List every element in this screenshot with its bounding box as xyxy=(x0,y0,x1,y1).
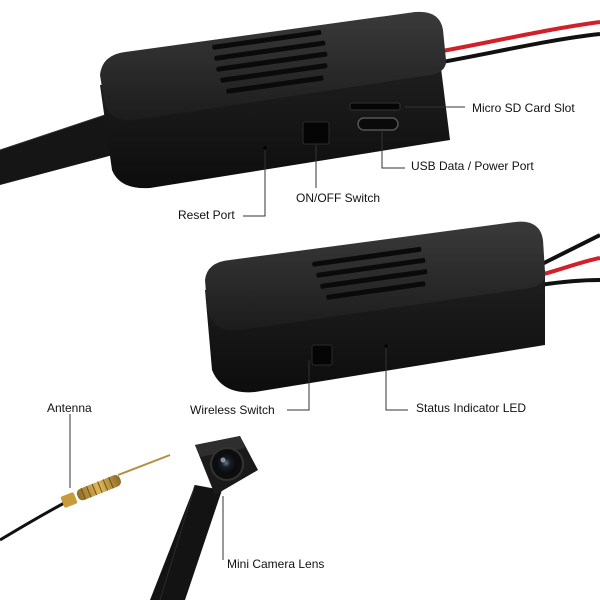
status-led xyxy=(384,344,388,348)
label-mini-camera-lens: Mini Camera Lens xyxy=(227,557,325,571)
label-status-indicator-led: Status Indicator LED xyxy=(416,401,527,415)
leader-lines xyxy=(69,106,465,560)
top-device-ribbon-cable xyxy=(0,109,132,185)
antenna xyxy=(0,454,171,542)
mini-camera xyxy=(150,436,258,600)
top-device-wires xyxy=(419,20,600,67)
reset-hole xyxy=(263,146,267,150)
top-device xyxy=(100,11,450,189)
label-on-off-switch: ON/OFF Switch xyxy=(296,191,381,205)
label-micro-sd-card-slot: Micro SD Card Slot xyxy=(472,101,575,115)
on-off-switch xyxy=(302,121,330,145)
vent-grille xyxy=(212,29,328,94)
label-usb-data-power-port: USB Data / Power Port xyxy=(411,159,534,173)
label-wireless-switch: Wireless Switch xyxy=(190,403,275,417)
micro-sd-slot xyxy=(349,102,401,111)
bottom-device-wires xyxy=(539,233,600,287)
label-antenna: Antenna xyxy=(47,401,92,415)
vent-grille xyxy=(312,246,428,300)
label-reset-port: Reset Port xyxy=(178,208,235,222)
wireless-switch xyxy=(311,344,333,366)
usb-port xyxy=(357,117,399,131)
bottom-device xyxy=(205,221,546,393)
